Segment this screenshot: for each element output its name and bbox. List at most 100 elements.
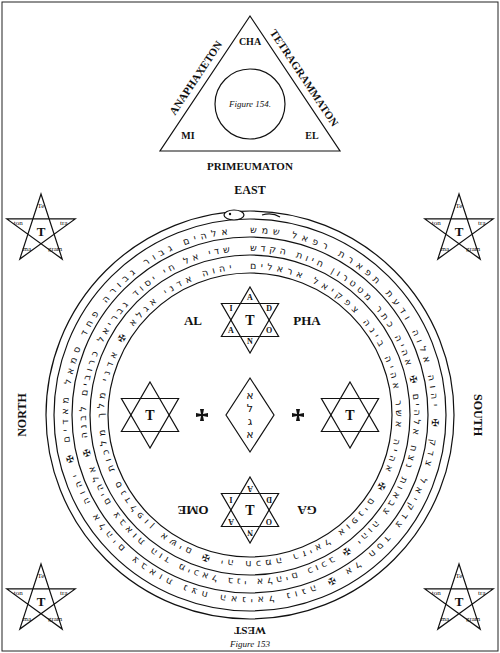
hexagram-triangle: [121, 399, 178, 449]
pentagram-letter: gram: [48, 616, 62, 623]
ring-text-path: יהוה אדני אגלא ✠ אדני מלך מלכות סנדלפון …: [95, 260, 405, 570]
pentagram-outline: [425, 194, 493, 259]
triangle-seal: ANAPHAXETON TETRAGRAMMATON PRIMEUMATON CHA M…: [130, 6, 370, 186]
hexagram-seal: ALPHATADONAI: [215, 285, 285, 355]
hexagram-letter: T: [145, 409, 154, 423]
hexagram-triangle: [221, 304, 278, 354]
pentagram-letter: tra: [60, 219, 67, 226]
serpent-eye: [229, 213, 231, 215]
seal-word: PRIMEUMATON: [207, 161, 293, 172]
hexagram-letter: T: [245, 504, 254, 518]
hexagram-triangle: [221, 477, 278, 527]
pentagram-seal: T Te tra gram ma ton: [421, 560, 497, 636]
seal-word: TETRAGRAMMATON: [268, 28, 340, 129]
seal-word: MI: [181, 131, 194, 141]
inner-circle: Figure 154.: [214, 68, 286, 140]
magic-circle: אלהים גבור גבורה פחד סמאל מאדים ✠ יהוה א…: [45, 210, 455, 620]
pentagram-seal: T Te tra gram ma ton: [3, 190, 79, 266]
triangle-outline: [160, 16, 340, 151]
hebrew-ring-text: אלהים גבור גבורה פחד סמאל מאדים ✠ יהוה א…: [59, 224, 441, 606]
divine-name: אגלא: [245, 389, 256, 441]
cross-pattee: [292, 409, 304, 421]
pentagram-seal: T Te tra gram ma ton: [3, 560, 79, 636]
pentagram-letter: tra: [478, 589, 485, 596]
ring-text-path: שדי אל חי יסוד גבריאל כרובים לבנה ✠ אלהי…: [77, 242, 423, 588]
hexagram-seal: OMEGATADONAI: [215, 475, 285, 545]
pentagram-letter: T: [455, 225, 464, 238]
figure-caption: Figure 153: [230, 640, 270, 649]
hexagram-seal: T: [315, 380, 385, 450]
diamond-outline: [226, 378, 274, 452]
hexagram-triangle: [321, 382, 378, 432]
pentagram-letter: gram: [466, 246, 480, 253]
hexagram-seal: T: [115, 380, 185, 450]
seal-word: EL: [305, 131, 318, 141]
compass-label: EAST: [234, 184, 265, 196]
hexagram-letter: D: [266, 495, 272, 503]
hexagram-letter: I: [229, 495, 232, 503]
figure-number: Figure 154.: [229, 100, 271, 109]
pentagram-letter: tra: [60, 589, 67, 596]
hexagram-letter: N: [247, 528, 253, 536]
hexagram-letter: T: [245, 314, 254, 328]
pentagram-letter: ma: [441, 246, 450, 253]
compass-label: NORTH: [16, 393, 28, 437]
hexagram-letter: T: [345, 409, 354, 423]
pentagram-letter: tra: [478, 219, 485, 226]
hexagram-letter: A: [228, 517, 234, 525]
pentagram-letter: ma: [23, 616, 32, 623]
hexagram-letter: I: [229, 305, 232, 313]
serpent-head: [224, 210, 244, 220]
hexagram-letter: D: [266, 305, 272, 313]
seal-word: CHA: [239, 37, 261, 47]
pentagram-letter: Te: [456, 573, 463, 580]
pentagram-letter: ma: [441, 616, 450, 623]
pentagram-outline: [7, 194, 75, 259]
pentagram-letter: Te: [456, 203, 463, 210]
serpent-tail: [262, 214, 280, 217]
compass-label: WEST: [234, 625, 266, 636]
pentagram-letter: ton: [14, 589, 23, 596]
ring-line: [108, 273, 392, 557]
pentagram-letter: Te: [38, 203, 45, 210]
hexagram-letter: GA: [297, 504, 317, 517]
pentagram-letter: T: [37, 225, 46, 238]
seal-word: ANAPHAXETON: [168, 39, 225, 117]
hebrew-ring-text: יהוה אדני אגלא ✠ אדני מלך מלכות סנדלפון …: [95, 260, 405, 570]
hebrew-ring-text: שדי אל חי יסוד גבריאל כרובים לבנה ✠ אלהי…: [77, 242, 423, 588]
triangle-seal-outline: [130, 6, 370, 186]
pentagram-letter: ton: [432, 219, 441, 226]
ring-text-path: אלהים גבור גבורה פחד סמאל מאדים ✠ יהוה א…: [59, 224, 441, 606]
hexagram-letter: A: [247, 484, 253, 492]
pentagram-letter: gram: [466, 616, 480, 623]
hexagram-letter: O: [266, 327, 272, 335]
pentagram-letter: ton: [432, 589, 441, 596]
ring-line: [54, 219, 446, 611]
pentagram-letter: Te: [38, 573, 45, 580]
hexagram-triangle: [221, 287, 278, 337]
hexagram-letter: AL: [184, 314, 202, 327]
pentagram-letter: gram: [48, 246, 62, 253]
pentagram-outline: [425, 564, 493, 629]
hexagram-triangle: [121, 382, 178, 432]
hexagram-letter: A: [247, 294, 253, 302]
hexagram-triangle: [321, 399, 378, 449]
ring-line: [90, 255, 410, 575]
hexagram-letter: PHA: [293, 314, 320, 327]
cross-pattee: [196, 409, 208, 421]
ring-line: [46, 211, 454, 619]
pentagram-letter: T: [37, 595, 46, 608]
pentagram-letter: ma: [23, 246, 32, 253]
center-diamond: אגלא: [225, 377, 275, 453]
hexagram-letter: OME: [177, 504, 208, 517]
pentagram-outline: [7, 564, 75, 629]
circle-outline: [215, 69, 285, 139]
hexagram-letter: N: [247, 338, 253, 346]
hexagram-letter: A: [228, 327, 234, 335]
compass-label: SOUTH: [472, 394, 484, 436]
pentagram-letter: ton: [14, 219, 23, 226]
pentagram-letter: T: [455, 595, 464, 608]
hexagram-letter: O: [266, 517, 272, 525]
